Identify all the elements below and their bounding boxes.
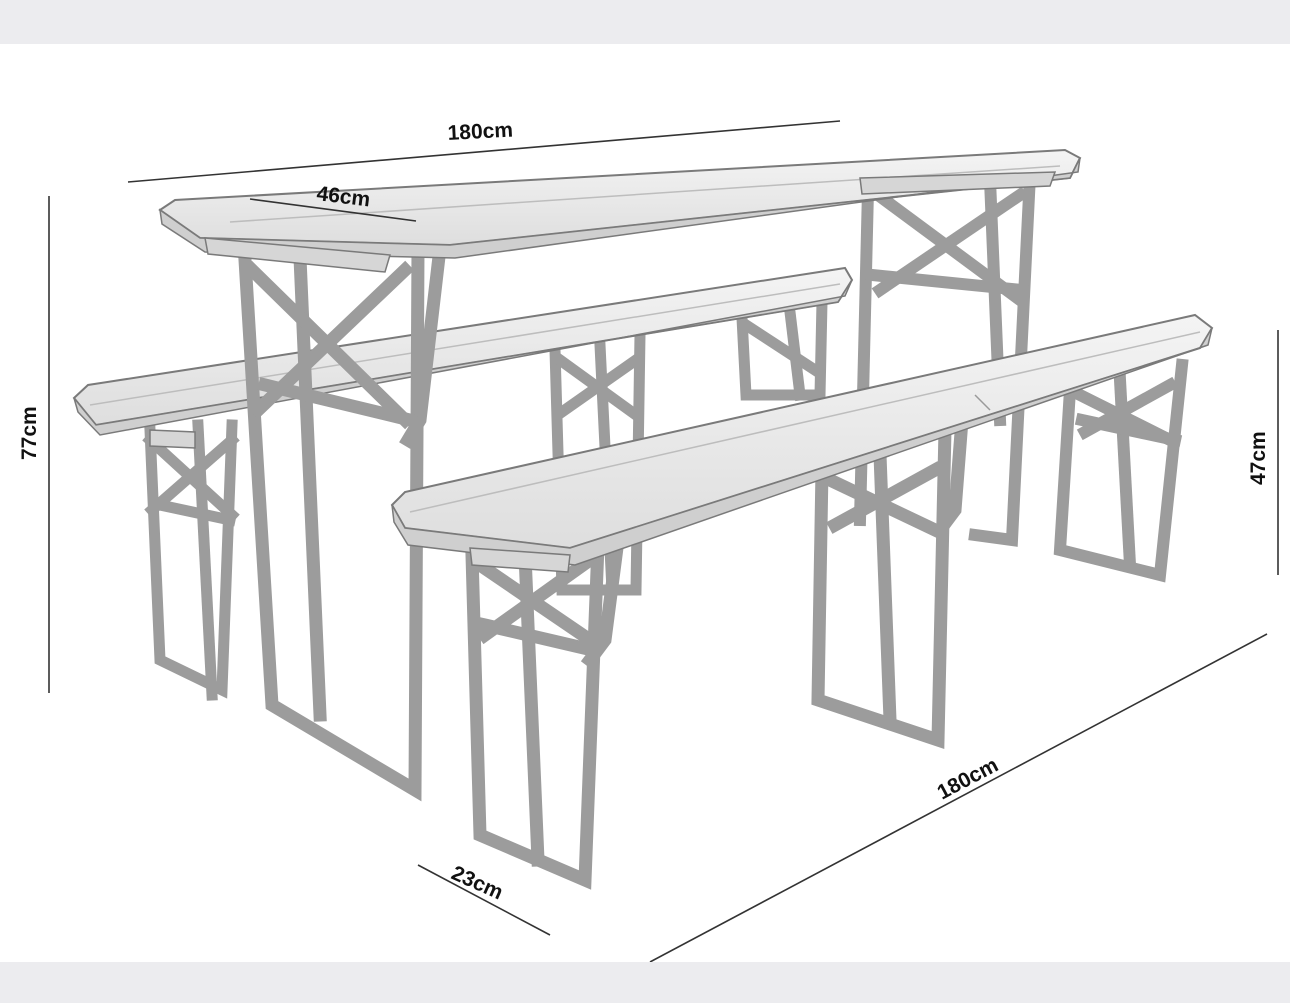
back-bench-end-block <box>149 429 196 449</box>
table-cleat-right <box>859 171 1057 195</box>
table-height-label: 77cm <box>18 406 41 460</box>
front-bench-joint <box>974 394 991 411</box>
bench-length-label: 180cm <box>934 753 1003 804</box>
front-bench-end-block <box>469 547 571 573</box>
table-left-legs <box>238 240 448 802</box>
front-bench-board-seam <box>409 331 1201 513</box>
table-length-label: 180cm <box>447 119 514 145</box>
table-end-block <box>204 237 391 273</box>
bench-length-line <box>649 633 1268 962</box>
front-bench <box>390 313 1214 890</box>
back-bench-board-seam <box>89 283 841 406</box>
front-bench-right-legs <box>1053 358 1189 583</box>
front-bench-left-legs <box>465 532 626 890</box>
beer-table-set-drawing: 180cm 46cm 77cm 47cm 23cm 180cm <box>18 119 1279 962</box>
back-bench-top <box>72 266 854 427</box>
front-bench-middle-legs <box>811 413 969 749</box>
table-length-line <box>127 120 841 183</box>
bench-width-line <box>417 864 551 936</box>
drawing-canvas: 180cm 46cm 77cm 47cm 23cm 180cm <box>0 44 1290 962</box>
table-board-seam <box>229 165 1061 223</box>
top-margin-band <box>0 0 1290 44</box>
front-bench-edge <box>391 327 1213 566</box>
bench-width-label: 23cm <box>448 862 506 905</box>
bottom-margin-band <box>0 962 1290 1003</box>
dimension-lines <box>48 120 1279 962</box>
table-width-line <box>249 198 417 222</box>
back-bench-left-legs <box>142 419 240 701</box>
bench-height-label: 47cm <box>1247 431 1270 485</box>
back-bench-edge <box>73 279 853 436</box>
table <box>158 148 1082 802</box>
